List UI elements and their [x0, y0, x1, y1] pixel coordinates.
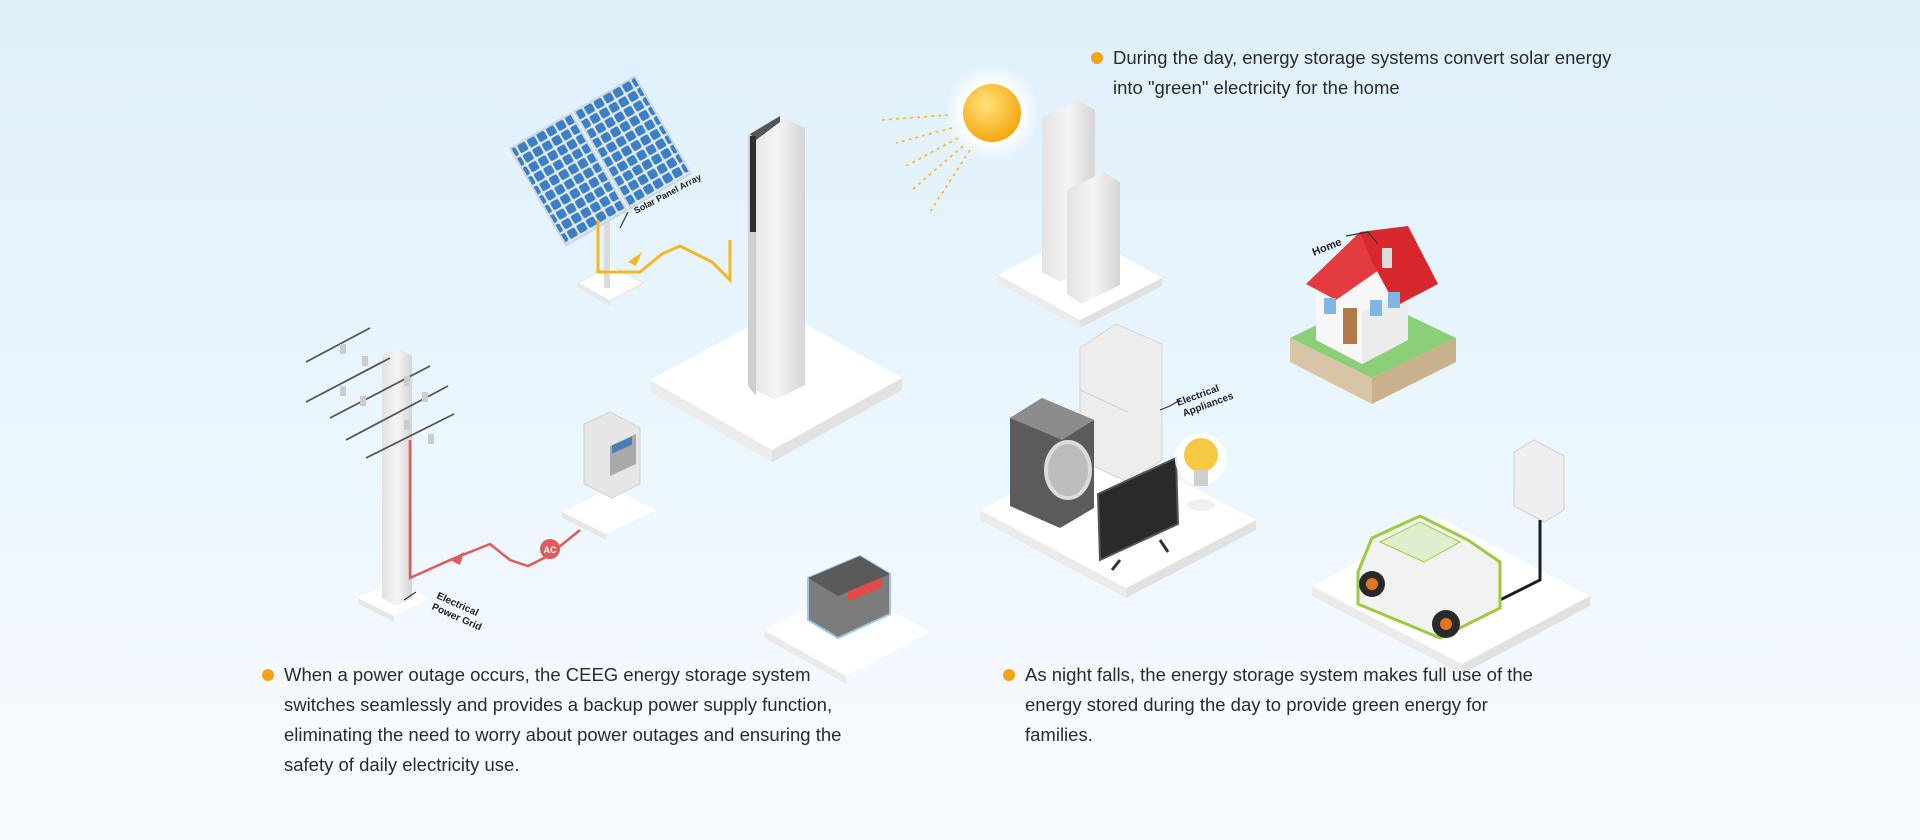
bullet-icon [262, 669, 274, 681]
note-power-outage-text: When a power outage occurs, the CEEG ene… [284, 664, 842, 775]
svg-text:AC: AC [544, 545, 557, 555]
ev-charging-station [1312, 439, 1590, 674]
ac-badge: AC [540, 539, 560, 559]
electric-car-icon [1356, 514, 1502, 640]
energy-storage-tower [650, 116, 902, 462]
day-storage-unit [998, 100, 1162, 328]
backup-generator-icon [764, 554, 930, 684]
bullet-icon [1003, 669, 1015, 681]
sun-icon [881, 65, 1040, 213]
washing-machine-icon [1010, 398, 1094, 528]
note-daytime-text: During the day, energy storage systems c… [1113, 47, 1612, 98]
appliances-label: Electrical Appliances [1159, 379, 1236, 420]
wall-charger-icon [1513, 439, 1565, 523]
home-illustration [1290, 226, 1456, 404]
svg-text:Electrical Power Grid: Electrical Power Grid [430, 591, 488, 634]
grid-power-line [408, 440, 581, 580]
light-bulb-icon [1175, 433, 1227, 511]
solar-cable [596, 220, 732, 284]
note-nighttime-text: As night falls, the energy storage syste… [1025, 664, 1533, 745]
bullet-icon [1091, 52, 1103, 64]
power-grid-pole [305, 327, 455, 622]
appliances-group [980, 323, 1256, 598]
television-icon [1096, 456, 1180, 571]
note-daytime: During the day, energy storage systems c… [1091, 43, 1633, 103]
solar-panel-array [508, 75, 732, 306]
note-nighttime: As night falls, the energy storage syste… [1003, 660, 1545, 750]
note-power-outage: When a power outage occurs, the CEEG ene… [262, 660, 844, 780]
svg-text:Electrical Appliances: Electrical Appliances [1175, 379, 1235, 420]
electric-meter-icon [562, 411, 656, 540]
